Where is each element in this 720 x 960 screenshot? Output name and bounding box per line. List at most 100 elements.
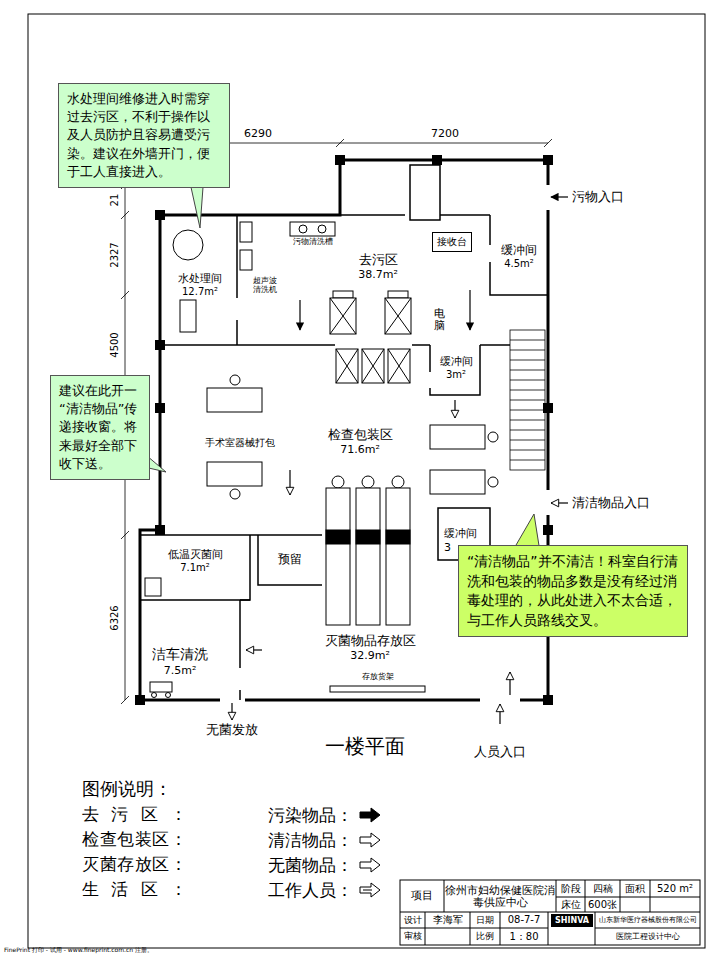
callout-tail xyxy=(140,160,540,552)
reception-counter: 接收台 xyxy=(432,232,472,252)
room-label-group: 低温灭菌间7.1m² xyxy=(168,548,223,574)
title-block-cell: 08-7-7 xyxy=(500,912,548,928)
title-block-cell: 面积 xyxy=(620,880,650,897)
title-block-grid xyxy=(444,880,650,912)
legend-category: 去污区： xyxy=(82,805,187,825)
equipment xyxy=(362,349,384,383)
equipment xyxy=(333,291,353,298)
room-area: 预留 xyxy=(258,535,322,585)
equipment xyxy=(385,298,411,334)
room-name: 缓冲间 xyxy=(501,243,537,258)
flow-arrow xyxy=(454,400,455,418)
dimension: 6326 xyxy=(109,603,121,633)
title-block-cell: 设计 xyxy=(400,912,425,928)
equipment xyxy=(299,225,307,233)
room-area-value: 7.1m² xyxy=(168,562,223,575)
legend-arrow-sample xyxy=(360,833,380,847)
flow-arrow xyxy=(469,290,470,330)
equipment xyxy=(388,349,410,383)
entrance-label: 污物入口 xyxy=(572,189,647,205)
room-area-value: 32.9m² xyxy=(325,649,416,663)
dimension-line xyxy=(336,139,344,147)
room-label-group: 缓冲间3 xyxy=(444,527,477,555)
legend-category: 灭菌存放区： xyxy=(82,855,187,875)
dimension-line xyxy=(121,531,129,539)
callout-text: 建议在此开一“清洁物品”传递接收窗。将来最好全部下收下送。 xyxy=(59,382,141,473)
room-area: 洁车清洗7.5m² xyxy=(140,600,240,700)
dimension: 6290 xyxy=(238,128,278,141)
flow-arrow xyxy=(551,502,568,503)
room-label-group: 灭菌物品存放区32.9m² xyxy=(325,633,416,663)
room-label-group: 缓冲间4.5m² xyxy=(501,243,537,271)
equipment xyxy=(356,488,380,625)
flow-arrow xyxy=(299,300,300,330)
interior-wall xyxy=(236,320,238,345)
interior-wall xyxy=(140,534,322,536)
structural-column xyxy=(543,525,553,535)
exterior-wall xyxy=(245,699,480,702)
title-block-cell: 床位 xyxy=(556,897,585,912)
room-area-value: 4.5m² xyxy=(501,258,537,271)
comment-callout: 水处理间维修进入时需穿过去污区，不利于操作以及人员防护且容易遭受污染。建议在外墙… xyxy=(58,83,230,188)
interior-wall xyxy=(489,215,491,245)
interior-wall xyxy=(160,344,335,346)
room-area-value: 3 xyxy=(444,541,477,555)
watermark: FinePrint 打印 - 试用 - www.fineprint.com.cn… xyxy=(4,946,304,955)
comment-callout: 建议在此开一“清洁物品”传递接收窗。将来最好全部下收下送。 xyxy=(50,375,150,480)
legend-arrow-sample xyxy=(363,890,372,891)
structural-column xyxy=(335,155,345,165)
legend-arrow-sample xyxy=(360,883,380,897)
title-block-cell: 600张 xyxy=(585,897,620,912)
interior-wall xyxy=(240,599,250,601)
room-area: 低温灭菌间7.1m² xyxy=(140,535,250,600)
flow-arrow xyxy=(509,672,510,695)
room-name: 去污区 xyxy=(358,252,398,268)
interior-wall xyxy=(430,345,480,395)
structural-column xyxy=(543,403,553,413)
dimension: 7200 xyxy=(425,128,465,141)
flow-arrow xyxy=(232,197,568,724)
structural-column xyxy=(155,210,165,220)
title-block-grid xyxy=(400,928,548,929)
staircase xyxy=(510,340,545,460)
callout-text: “清洁物品”并不清洁！科室自行清洗和包装的物品多数是没有经过消毒处理的，从此处进… xyxy=(467,552,679,630)
equipment xyxy=(388,291,408,298)
structural-column xyxy=(543,695,553,705)
flow-arrow xyxy=(246,649,262,650)
equipment xyxy=(362,476,374,488)
legend-category: 生活区： xyxy=(82,880,187,900)
dimension: 21 xyxy=(109,185,121,215)
title-block-cell: 医院工程设计中心 xyxy=(595,928,700,945)
fixture-label: 超声波清洗机 xyxy=(252,272,278,298)
equipment xyxy=(318,225,326,233)
equipment xyxy=(332,476,344,488)
legend-entry: 工作人员： xyxy=(268,880,353,900)
equipment xyxy=(330,686,425,692)
entrance-label: 清洁物品入口 xyxy=(572,495,667,511)
equipment xyxy=(356,530,380,544)
title-block-cell: 四稿 xyxy=(585,880,620,897)
room-name: 预留 xyxy=(278,552,302,567)
title-block-grid xyxy=(556,897,700,898)
equipment xyxy=(152,693,157,698)
equipment xyxy=(326,530,350,544)
title-block-cell: 520 m² xyxy=(650,880,700,897)
interior-wall xyxy=(236,215,238,298)
structural-column xyxy=(155,340,165,350)
equipment xyxy=(145,578,161,596)
structural-column xyxy=(135,695,145,705)
room-area: 灭菌物品存放区32.9m² xyxy=(240,625,490,700)
dimension: 4500 xyxy=(109,330,121,360)
flow-arrow xyxy=(499,704,500,724)
equipment xyxy=(386,488,410,625)
interior-wall xyxy=(340,214,405,216)
title-block-grid xyxy=(400,912,700,913)
title-block-cell: 日期 xyxy=(470,912,500,928)
page-frame xyxy=(28,14,705,948)
interior-wall xyxy=(412,344,430,346)
entrance-label: 人员入口 xyxy=(470,744,530,760)
drawing-title: 一楼平面 xyxy=(315,733,415,759)
legend-entry: 无菌物品： xyxy=(268,855,353,875)
room-label-group: 水处理间12.7m² xyxy=(178,272,222,298)
legend-heading: 图例说明： xyxy=(82,778,202,800)
